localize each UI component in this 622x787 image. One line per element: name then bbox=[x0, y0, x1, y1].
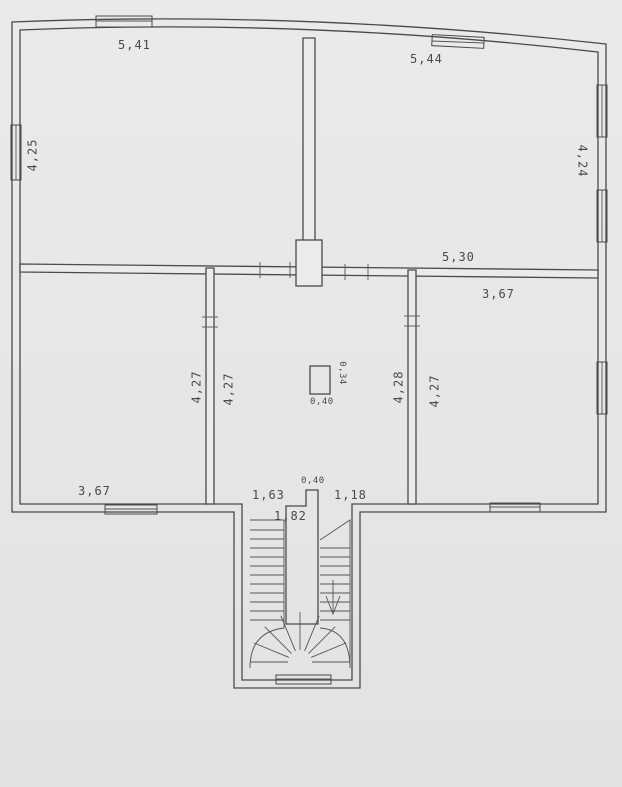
stair-tread bbox=[310, 642, 347, 658]
dim-chimney-width: 0,40 bbox=[310, 397, 334, 407]
dim-stair-left: 1,63 bbox=[252, 488, 285, 502]
staircase bbox=[249, 489, 351, 669]
dim-chimney-depth: 0,34 bbox=[336, 361, 347, 385]
dim-stair-right: 1,18 bbox=[334, 488, 367, 502]
stair-arrow bbox=[325, 580, 341, 616]
dim-hall-height: 4,27 bbox=[221, 372, 236, 406]
dim-bottom-left-height: 4,27 bbox=[189, 370, 204, 404]
chimney bbox=[309, 365, 331, 395]
interior-walls bbox=[19, 37, 599, 505]
stair-tread bbox=[280, 615, 296, 652]
dim-top-left-height: 4,25 bbox=[25, 138, 40, 172]
stair-tread bbox=[264, 626, 292, 654]
dim-bottom-right-height: 4,28 bbox=[391, 370, 406, 404]
dim-stair-width: 1,82 bbox=[274, 509, 307, 523]
dim-bottom-left-width: 3,67 bbox=[78, 484, 111, 498]
dim-top-right-width: 5,44 bbox=[410, 52, 443, 66]
dim-top-right-height: 4,24 bbox=[575, 144, 590, 178]
dim-hall-width: 5,30 bbox=[442, 250, 475, 264]
dim-bottom-right-height-right: 4,27 bbox=[427, 374, 442, 408]
dim-top-left-width: 5,41 bbox=[118, 38, 151, 52]
dim-bottom-right-width: 3,67 bbox=[482, 287, 515, 301]
windows bbox=[10, 15, 608, 685]
stair-tread bbox=[253, 642, 290, 658]
stair-tread bbox=[304, 615, 320, 652]
dim-stair-gap: 0,40 bbox=[301, 476, 325, 486]
stair-steps bbox=[250, 529, 350, 663]
stair-tread bbox=[308, 626, 336, 654]
